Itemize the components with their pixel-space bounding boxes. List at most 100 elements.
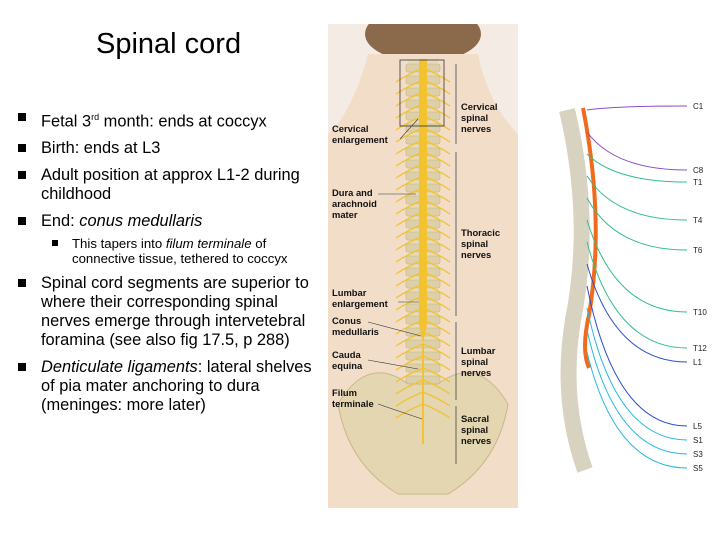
spinal-nerve-line: [422, 127, 451, 143]
spinal-nerves-group: [395, 67, 451, 419]
slide-title: Spinal cord: [96, 28, 242, 60]
spinal-nerve-line: [422, 163, 451, 179]
spinal-nerve-line: [395, 331, 424, 347]
bullet-fetal: Fetal 3rd month: ends at coccyx: [16, 108, 316, 131]
spinal-nerve-line: [395, 343, 424, 359]
spinal-nerve-line: [422, 115, 451, 131]
segment-line: [586, 131, 688, 171]
segment-line: [586, 351, 688, 469]
spinal-nerve-line: [395, 403, 424, 419]
spinal-nerve-line: [395, 391, 424, 407]
segment-line: [586, 285, 688, 427]
square-bullet-icon: [18, 113, 26, 121]
segment-label-s3: S3: [693, 450, 703, 459]
spinal-nerve-line: [422, 259, 451, 275]
segment-line: [586, 219, 688, 313]
spinal-nerve-line: [422, 403, 451, 419]
segment-line: [586, 197, 688, 251]
segment-lines-group: [586, 105, 688, 469]
spinal-nerve-line: [395, 151, 424, 167]
segment-line: [586, 153, 688, 183]
sub-bullet-filum: This tapers into filum terminale of conn…: [41, 236, 316, 266]
segment-label-l5: L5: [693, 422, 702, 431]
spinal-nerve-line: [395, 379, 424, 395]
spinal-nerve-line: [395, 295, 424, 311]
square-bullet-icon: [18, 144, 26, 153]
bullet-birth: Birth: ends at L3: [16, 139, 316, 158]
spinal-nerve-line: [422, 223, 451, 239]
spinal-nerve-line: [395, 283, 424, 299]
bullet-denticulate: Denticulate ligaments: lateral shelves o…: [16, 358, 316, 415]
segment-label-s1: S1: [693, 436, 703, 445]
spinal-nerve-line: [395, 67, 424, 83]
segment-label-t1: T1: [693, 178, 703, 187]
spinal-nerve-line: [395, 103, 424, 119]
vertebral-column-lateral: [559, 108, 593, 473]
square-bullet-icon: [18, 363, 26, 372]
spinal-nerve-line: [422, 355, 451, 371]
spinal-nerve-line: [422, 295, 451, 311]
segment-line: [586, 307, 688, 441]
segment-label-t6: T6: [693, 246, 703, 255]
segment-label-c8: C8: [693, 166, 704, 175]
square-bullet-icon: [18, 217, 26, 226]
spinal-nerve-line: [395, 139, 424, 155]
segment-label-c1: C1: [693, 102, 704, 111]
spinal-nerve-line: [395, 175, 424, 191]
spinal-nerve-line: [422, 199, 451, 215]
spinal-nerve-line: [395, 271, 424, 287]
spinal-nerve-line: [395, 79, 424, 95]
sub-bullet-list: This tapers into filum terminale of conn…: [41, 236, 316, 266]
cervical-bracket-box: [399, 59, 445, 127]
spinal-nerve-line: [422, 211, 451, 227]
leader-line: [367, 359, 419, 370]
square-bullet-icon: [18, 171, 26, 180]
spinal-nerve-line: [395, 115, 424, 131]
segment-label-s5: S5: [693, 464, 703, 473]
segment-label-l1: L1: [693, 358, 702, 367]
brain-shape: [365, 24, 481, 62]
spinal-nerve-line: [422, 139, 451, 155]
spinal-nerve-line: [422, 271, 451, 287]
spinal-nerve-line: [422, 379, 451, 395]
leader-line: [367, 321, 422, 337]
spinal-nerve-line: [395, 223, 424, 239]
spinal-nerve-line: [422, 103, 451, 119]
spinal-nerve-line: [422, 175, 451, 191]
spinal-nerve-line: [395, 211, 424, 227]
spinal-nerve-line: [422, 91, 451, 107]
spinal-nerve-line: [395, 307, 424, 323]
segment-line: [586, 105, 688, 111]
spinal-nerve-line: [422, 67, 451, 83]
spinal-nerve-line: [422, 283, 451, 299]
segment-line: [586, 241, 688, 349]
square-bullet-icon: [52, 240, 58, 247]
spinal-nerve-line: [395, 187, 424, 203]
spinal-nerve-line: [395, 163, 424, 179]
spinal-nerve-line: [422, 343, 451, 359]
spinal-nerve-line: [422, 187, 451, 203]
bullet-segments: Spinal cord segments are superior to whe…: [16, 274, 316, 350]
bullet-list: Fetal 3rd month: ends at coccyx Birth: e…: [16, 108, 316, 423]
segment-line: [586, 329, 688, 455]
spinal-nerve-line: [422, 331, 451, 347]
segment-label-t12: T12: [693, 344, 707, 353]
spinal-nerve-line: [422, 235, 451, 251]
segment-label-t4: T4: [693, 216, 703, 225]
spinal-nerve-line: [422, 319, 451, 335]
square-bullet-icon: [18, 279, 26, 288]
spinal-nerve-line: [422, 247, 451, 263]
bullet-end: End: conus medullaris This tapers into f…: [16, 212, 316, 266]
